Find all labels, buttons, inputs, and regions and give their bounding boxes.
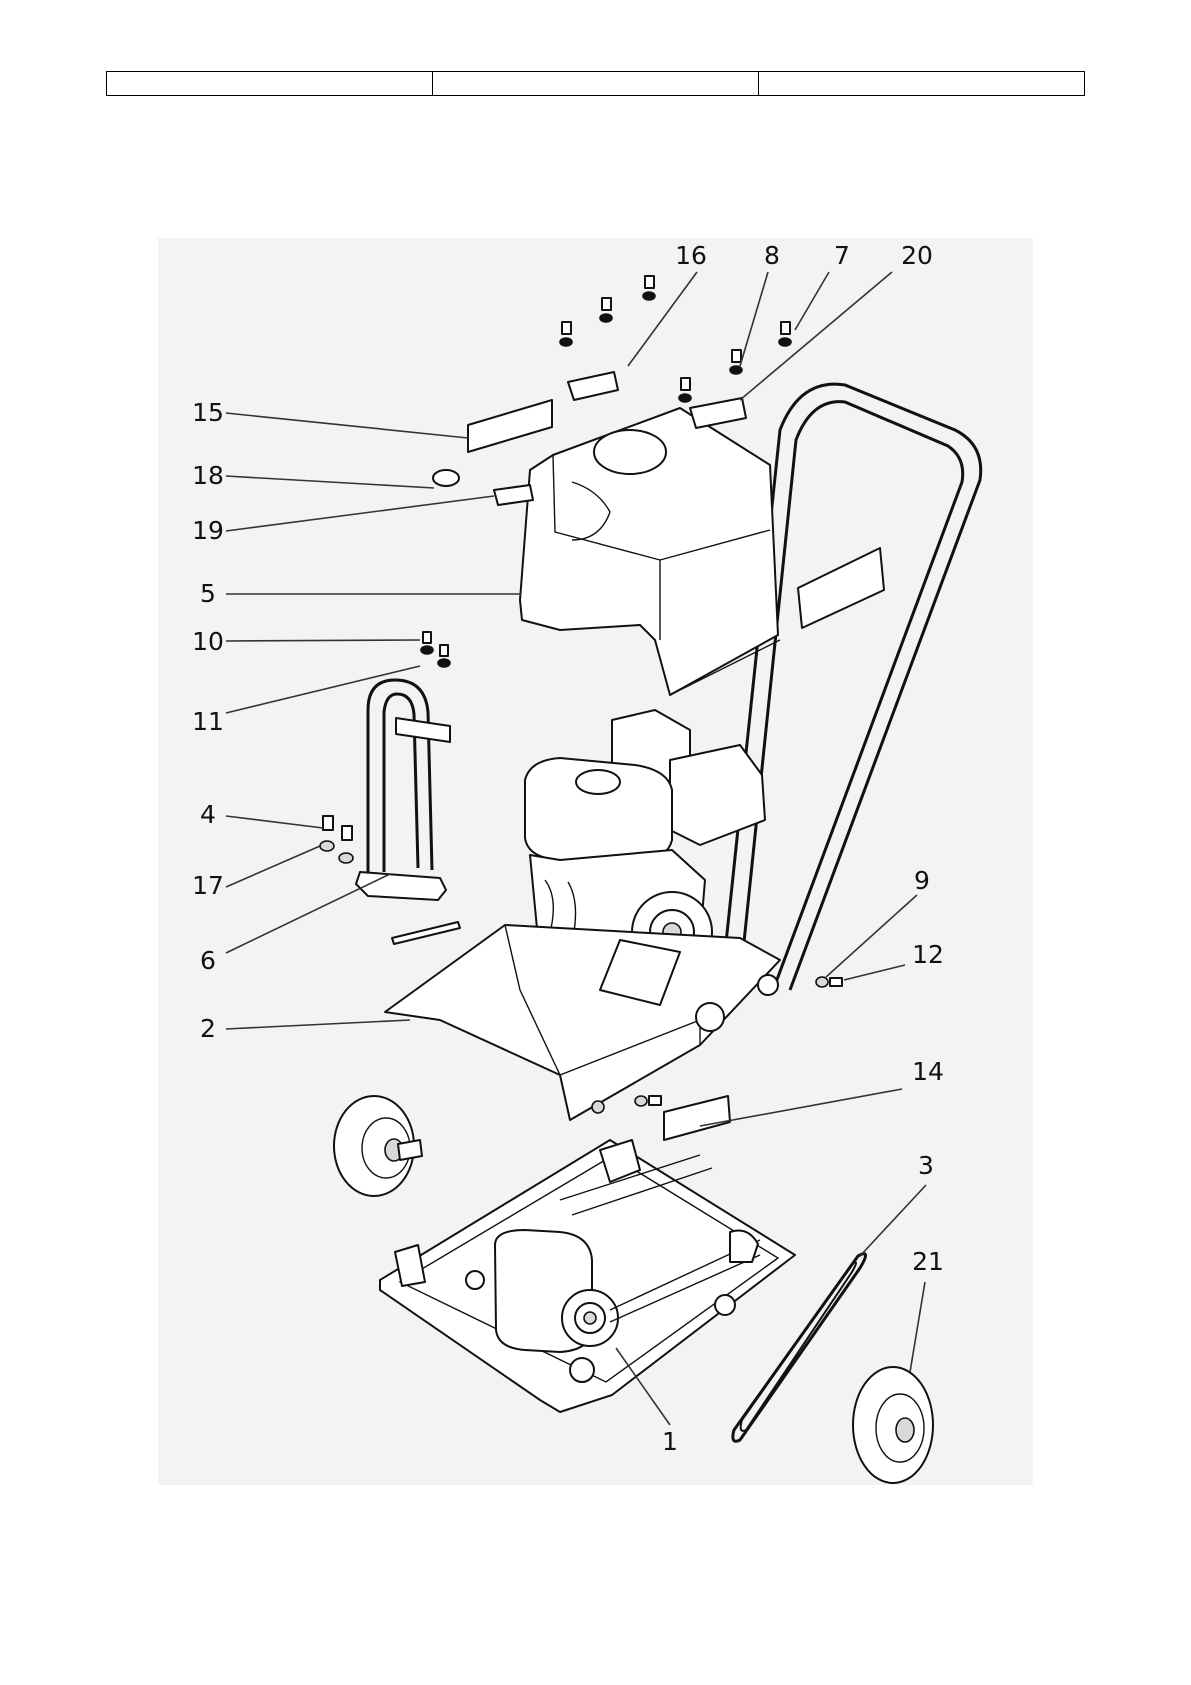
callout-14: 14 bbox=[912, 1057, 944, 1086]
callout-8: 8 bbox=[764, 241, 780, 270]
decal-18 bbox=[433, 470, 459, 486]
callout-20: 20 bbox=[901, 241, 933, 270]
base-frame bbox=[385, 925, 780, 1120]
callout-16: 16 bbox=[675, 241, 707, 270]
callout-1: 1 bbox=[662, 1427, 678, 1456]
callout-18: 18 bbox=[192, 461, 224, 490]
decal-15 bbox=[468, 400, 552, 452]
wheel-right bbox=[853, 1367, 933, 1483]
callout-7: 7 bbox=[834, 241, 850, 270]
callout-12: 12 bbox=[912, 940, 944, 969]
front-guard-bracket bbox=[356, 680, 450, 900]
callout-9: 9 bbox=[914, 866, 930, 895]
callout-4: 4 bbox=[200, 800, 216, 829]
callout-5: 5 bbox=[200, 579, 216, 608]
vibration-plate bbox=[380, 1140, 795, 1412]
belt-guard-cover bbox=[520, 408, 780, 695]
callout-3: 3 bbox=[918, 1151, 934, 1180]
callout-6: 6 bbox=[200, 946, 216, 975]
callout-15: 15 bbox=[192, 398, 224, 427]
decal-16 bbox=[568, 372, 618, 400]
wheel-left bbox=[334, 1096, 422, 1196]
decal-plate-left bbox=[392, 922, 460, 944]
callout-21: 21 bbox=[912, 1247, 944, 1276]
callout-19: 19 bbox=[192, 516, 224, 545]
callout-10: 10 bbox=[192, 627, 224, 656]
decal-14 bbox=[664, 1096, 730, 1140]
callout-11: 11 bbox=[192, 707, 224, 736]
decal-20 bbox=[690, 398, 746, 428]
callout-17: 17 bbox=[192, 871, 224, 900]
callout-2: 2 bbox=[200, 1014, 216, 1043]
